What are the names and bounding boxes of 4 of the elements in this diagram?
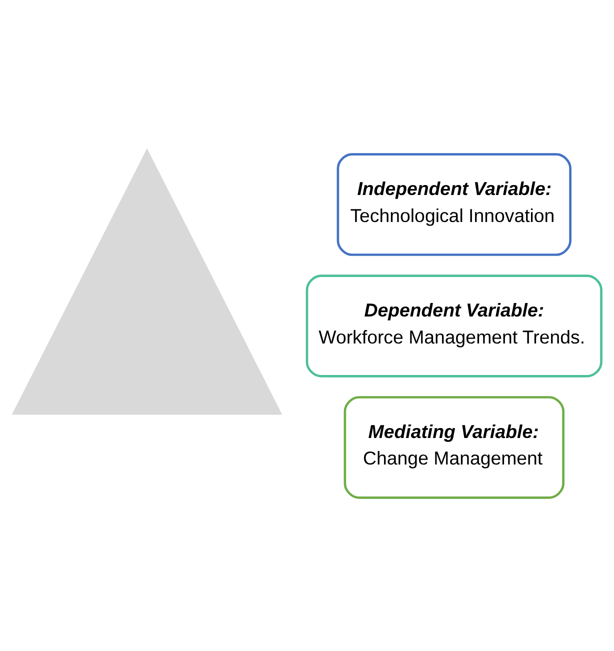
node-box: Independent Variable: Technological Innovation <box>336 152 572 256</box>
node-triangle <box>12 148 282 414</box>
node-box: Dependent Variable: Workforce Management Trends. <box>306 274 602 377</box>
node-box: Mediating Variable: Change Management <box>344 396 564 498</box>
